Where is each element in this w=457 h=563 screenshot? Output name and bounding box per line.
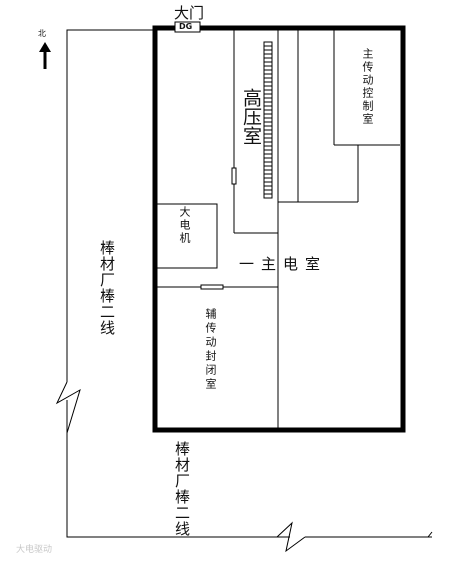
room-large-motor: 大电机 (178, 206, 191, 245)
north-arrow-icon (39, 42, 51, 69)
site-boundary (66, 29, 433, 538)
north-label: 北 (38, 29, 46, 38)
room-high-voltage: 高压室 (240, 88, 262, 145)
room-main-drive-control: 主传动控制室 (361, 48, 374, 126)
area-rod-mill-bottom: 棒材厂棒二线 (173, 441, 191, 537)
interior-walls (157, 30, 400, 428)
main-building-outline (152, 25, 406, 433)
gate-marker (174, 21, 201, 33)
break-symbol-bottom (276, 521, 306, 553)
break-symbol-left (55, 381, 81, 434)
gate-code: DG (179, 22, 193, 31)
area-rod-mill-left: 棒材厂棒二线 (98, 240, 116, 336)
switchgear-strip (263, 41, 273, 199)
switchgear-frame (263, 41, 273, 199)
watermark: 大电驱动 (16, 545, 53, 555)
room-main-electric: 一主电室 (239, 255, 328, 273)
room-aux-drive-enclosed: 辅传动封闭室 (204, 308, 217, 392)
gate-label: 大门 (174, 4, 205, 22)
